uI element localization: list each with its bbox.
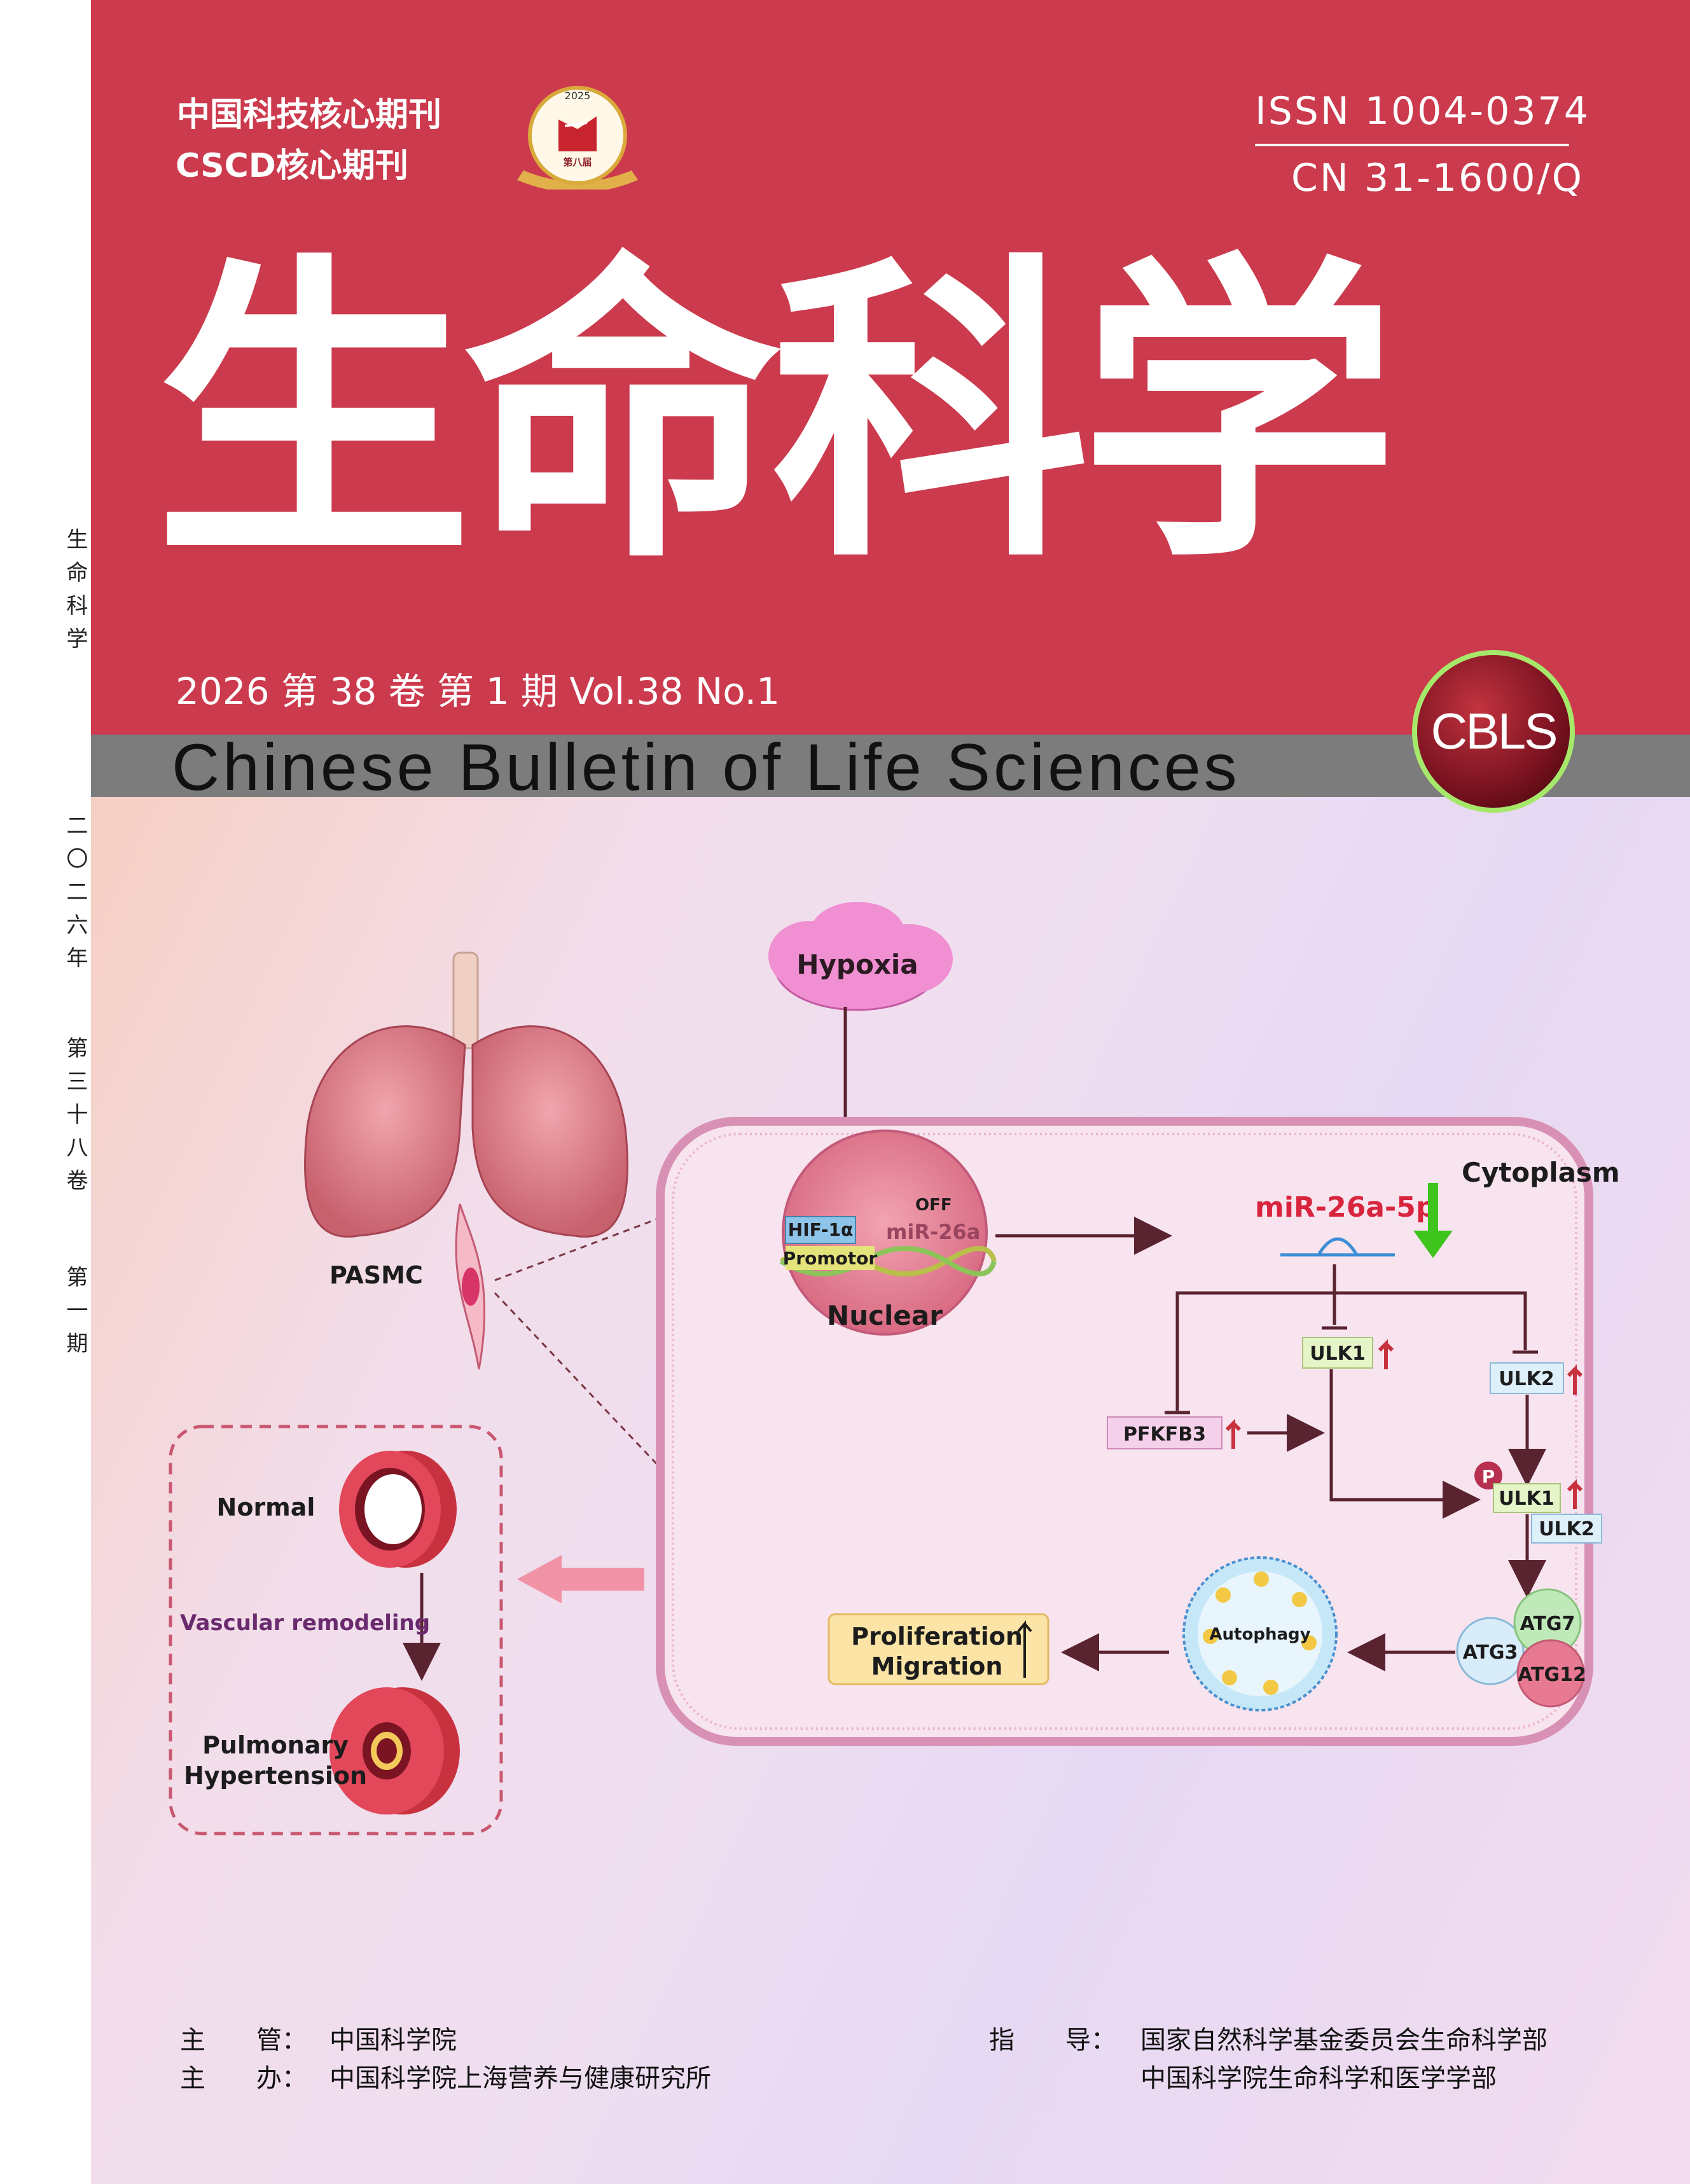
cytoplasm-label: Cytoplasm: [1462, 1157, 1620, 1188]
phospho-label: P: [1482, 1466, 1495, 1487]
proliferation-box: [828, 1613, 1049, 1685]
autophagy-label: Autophagy: [1209, 1625, 1310, 1644]
issn-divider: [1255, 144, 1569, 146]
journal-title-cn: 生命科学: [155, 226, 1398, 600]
award-badge-icon: 2025 第八届: [517, 86, 638, 190]
pathway-diagram: Hypoxia PASMC Normal Vascular remodeling: [169, 902, 1620, 1835]
off-label: OFF: [915, 1196, 952, 1215]
pulmonary-label: Pulmonary: [202, 1731, 349, 1759]
big-left-arrow: [517, 1555, 644, 1603]
issue-line: 2026 第 38 卷 第 1 期 Vol.38 No.1: [176, 670, 780, 713]
spine-title: 生命科学: [62, 528, 88, 660]
normal-label: Normal: [217, 1493, 315, 1521]
guide-1: 国家自然科学基金委员会生命科学部: [1140, 2026, 1548, 2055]
pasmc-label: PASMC: [329, 1261, 423, 1289]
badge-year: 2025: [565, 90, 591, 102]
hypertension-vessel-icon: [329, 1687, 460, 1814]
up-arrow-icon: [1567, 1364, 1583, 1395]
mir26a5p-label: miR-26a-5p: [1255, 1191, 1436, 1224]
mirna-hairpin-icon: [1280, 1237, 1395, 1257]
up-arrow-icon: [1017, 1620, 1032, 1678]
supervisor: 中国科学院: [329, 2026, 457, 2055]
cscd-label: CSCD核心期刊: [176, 147, 408, 185]
guide-2: 中国科学院生命科学和医学学部: [1140, 2064, 1497, 2093]
hypertension-label: Hypertension: [184, 1762, 367, 1790]
ulk1-complex-label: ULK1: [1499, 1488, 1555, 1510]
cbls-logo: CBLS: [1417, 655, 1570, 808]
down-arrow-icon: [1413, 1183, 1453, 1259]
supervisor-label: 主 管：: [180, 2026, 307, 2055]
pasmc-cell-icon: [455, 1203, 486, 1370]
atg7-label: ATG7: [1520, 1613, 1576, 1635]
spine-issue: 第一期: [62, 1266, 88, 1365]
hif-label: HIF-1α: [788, 1219, 853, 1240]
migration-label: Migration: [871, 1652, 1003, 1680]
sponsor: 中国科学院上海营养与健康研究所: [329, 2064, 711, 2093]
up-arrow-icon: [1567, 1479, 1583, 1509]
ulk2-label: ULK2: [1499, 1368, 1555, 1390]
issn: ISSN 1004-0374: [1255, 89, 1590, 134]
autophagosome-icon: Autophagy: [1182, 1556, 1338, 1711]
up-arrow-icon: [1378, 1339, 1394, 1369]
ulk2-complex-label: ULK2: [1539, 1518, 1595, 1540]
spine-volume: 第三十八卷: [62, 1037, 88, 1202]
promotor-label: Promotor: [783, 1248, 878, 1269]
vascular-remodeling-label: Vascular remodeling: [180, 1610, 430, 1636]
normal-vessel-icon: [339, 1451, 457, 1568]
atg3-label: ATG3: [1463, 1641, 1518, 1664]
nuclear-label: Nuclear: [827, 1300, 943, 1331]
proliferation-label: Proliferation: [851, 1622, 1023, 1650]
title-panel: [91, 0, 1690, 735]
cn-number: CN 31-1600/Q: [1291, 156, 1584, 200]
phospho-icon: [1474, 1462, 1502, 1489]
core-journal-label: 中国科技核心期刊: [177, 96, 442, 134]
spine-year: 二〇二六年: [62, 814, 88, 979]
sponsor-label: 主 办：: [180, 2064, 307, 2093]
mir26a-label: miR-26a: [886, 1220, 980, 1244]
atg12-label: ATG12: [1518, 1664, 1586, 1686]
lungs-icon: [304, 951, 628, 1238]
guide-label: 指 导：: [989, 2026, 1116, 2055]
remodeling-panel: [169, 1425, 503, 1835]
pfkfb3-label: PFKFB3: [1123, 1423, 1206, 1446]
hypoxia-cloud: Hypoxia: [768, 902, 953, 1011]
hypoxia-label: Hypoxia: [796, 949, 918, 980]
ulk1-label: ULK1: [1310, 1343, 1366, 1365]
up-arrow-icon: [1225, 1418, 1242, 1449]
journal-title-en: Chinese Bulletin of Life Sciences: [172, 731, 1240, 805]
spine: 生命科学 二〇二六年 第三十八卷 第一期: [0, 0, 91, 2184]
badge-label: 第八届: [563, 156, 592, 168]
nucleus: HIF-1α Promotor OFF miR-26a Nuclear: [779, 1130, 997, 1336]
cover: 中国科技核心期刊 CSCD核心期刊 2025 第八届 ISSN 1004-037…: [91, 0, 1690, 2184]
